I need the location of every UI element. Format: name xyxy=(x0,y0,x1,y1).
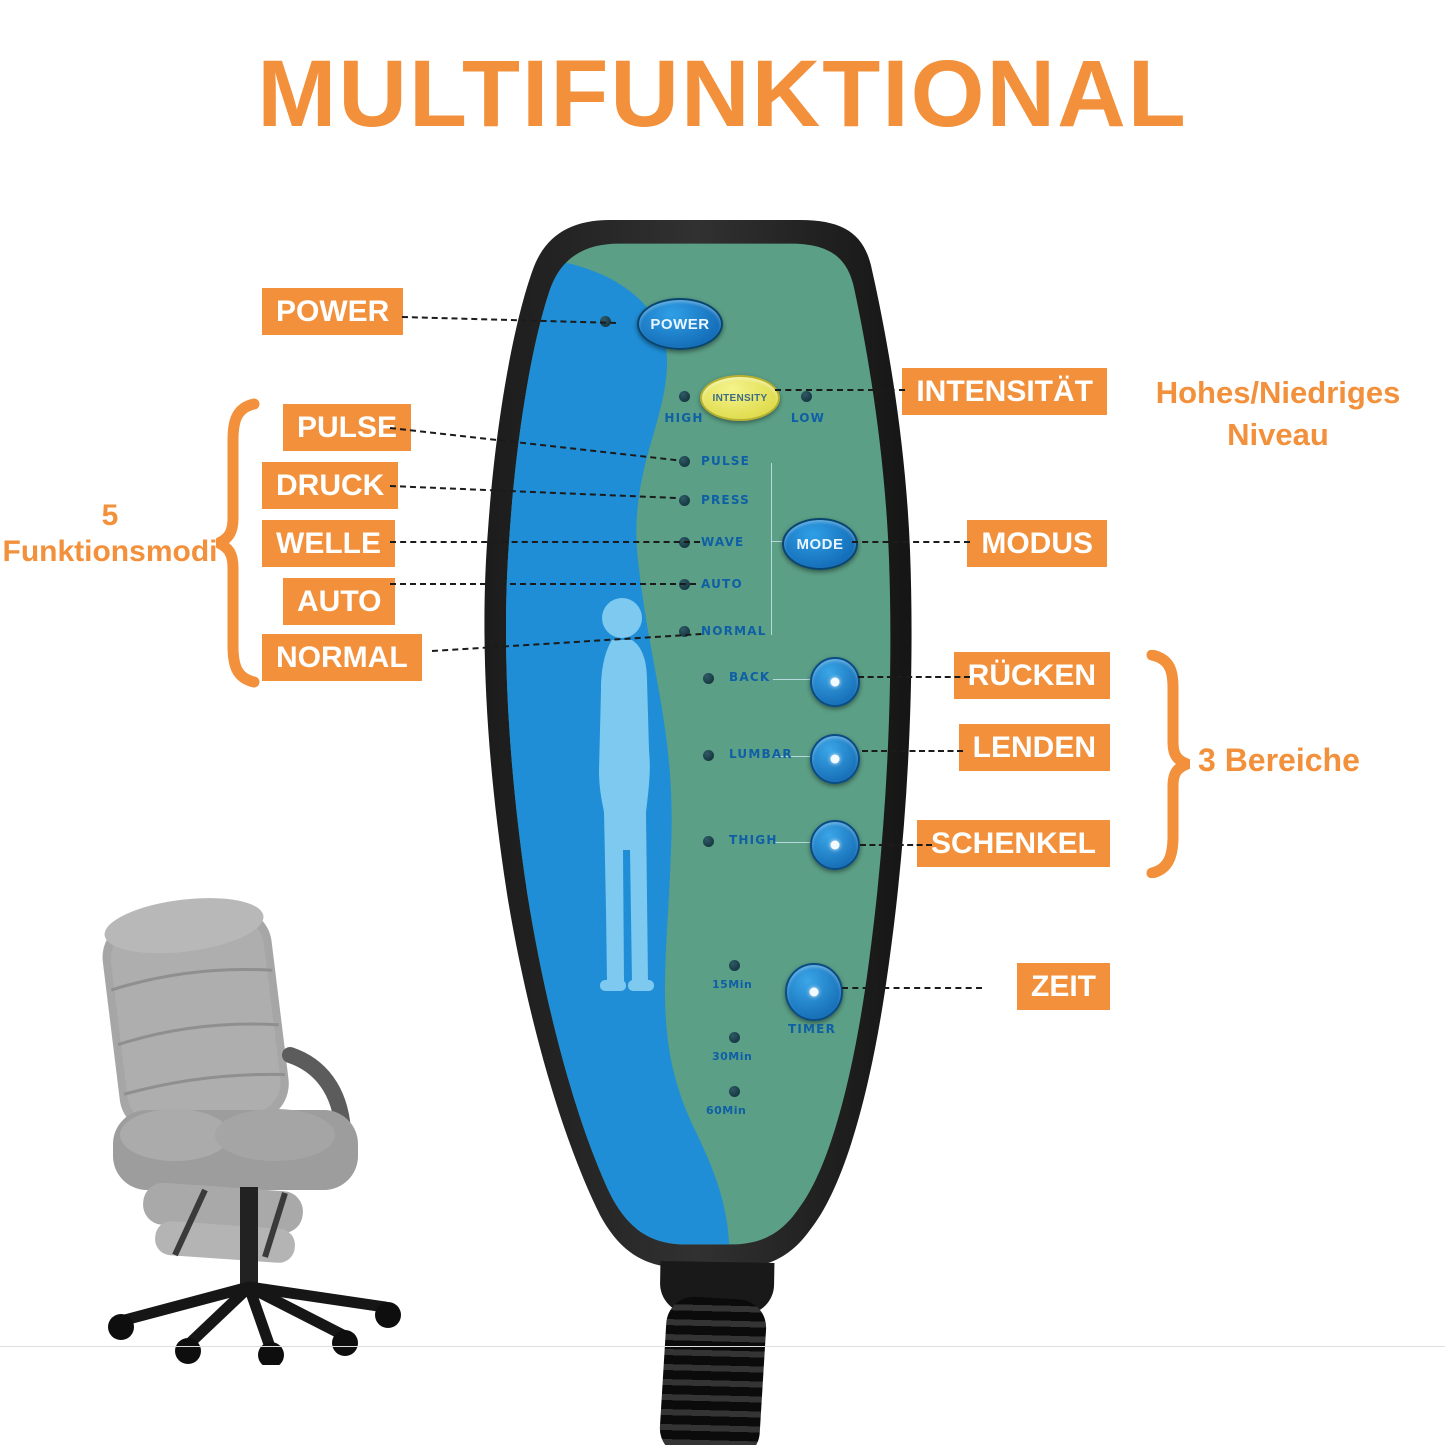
funktionsmodi-caption: 5 Funktionsmodi xyxy=(0,498,220,570)
left-brace xyxy=(216,398,260,688)
timer-15-label: 15Min xyxy=(712,978,753,991)
timer-caption: TIMER xyxy=(787,1022,837,1036)
connector-auto xyxy=(390,583,696,585)
connector-zeit xyxy=(842,987,982,989)
page-title: MULTIFUNKTIONAL xyxy=(257,41,1188,147)
connector-intensitaet xyxy=(775,389,905,391)
lumbar-button xyxy=(810,734,860,784)
timer-15-led xyxy=(729,960,740,971)
right-brace xyxy=(1146,650,1190,878)
remote-control-illustration xyxy=(484,220,912,1268)
thigh-led xyxy=(703,836,714,847)
low-label: LOW xyxy=(790,411,826,425)
annotation-auto: AUTO xyxy=(283,578,396,625)
annotation-druck: DRUCK xyxy=(262,462,399,509)
niveau-line2: Niveau xyxy=(1227,416,1329,452)
pulse-label: PULSE xyxy=(701,454,751,468)
bereiche-caption: 3 Bereiche xyxy=(1198,742,1360,778)
human-silhouette-icon xyxy=(599,598,654,991)
mode-button: MODE xyxy=(782,518,858,570)
mode-bracket-stub xyxy=(771,541,785,542)
timer-60-led xyxy=(729,1086,740,1097)
thigh-connector xyxy=(773,842,811,843)
annotation-power: POWER xyxy=(262,288,404,335)
press-led xyxy=(679,495,690,506)
normal-led xyxy=(679,626,690,637)
annotation-zeit: ZEIT xyxy=(1017,963,1110,1010)
wave-label: WAVE xyxy=(701,535,745,549)
office-chair-illustration xyxy=(102,898,401,1365)
annotation-welle: WELLE xyxy=(262,520,395,567)
back-connector xyxy=(773,679,811,680)
remote-controls-overlay: POWER INTENSITY HIGH LOW PULSE PRESS WAV… xyxy=(470,210,930,1370)
annotation-ruecken: RÜCKEN xyxy=(953,652,1110,699)
back-led xyxy=(703,673,714,684)
connector-welle xyxy=(390,541,700,543)
connector-modus xyxy=(852,541,970,543)
pulse-led xyxy=(679,456,690,467)
annotation-schenkel: SCHENKEL xyxy=(916,820,1110,867)
connector-schenkel xyxy=(860,844,932,846)
connector-lenden xyxy=(862,750,963,752)
niveau-line1: Hohes/Niedriges xyxy=(1155,375,1401,410)
power-led xyxy=(600,316,611,327)
annotation-lenden: LENDEN xyxy=(958,724,1110,771)
lumbar-connector xyxy=(773,756,811,757)
connector-ruecken xyxy=(858,676,970,678)
thigh-button xyxy=(810,820,860,870)
annotation-intensitaet: INTENSITÄT xyxy=(902,368,1107,415)
mode-bracket-line xyxy=(771,463,772,635)
timer-30-led xyxy=(729,1032,740,1043)
lumbar-label: LUMBAR xyxy=(729,747,793,761)
bottom-divider xyxy=(0,1346,1445,1347)
high-label: HIGH xyxy=(664,411,704,425)
auto-label: AUTO xyxy=(701,577,743,591)
lumbar-led xyxy=(703,750,714,761)
annotation-normal: NORMAL xyxy=(262,634,422,681)
timer-60-label: 60Min xyxy=(706,1104,747,1117)
cable-ribbed-strain-relief xyxy=(658,1295,768,1445)
annotation-pulse: PULSE xyxy=(283,404,412,451)
intensity-low-led xyxy=(801,391,812,402)
press-label: PRESS xyxy=(701,493,750,507)
back-button xyxy=(810,657,860,707)
funktionsmodi-text: Funktionsmodi xyxy=(2,535,218,568)
thigh-label: THIGH xyxy=(729,833,778,847)
timer-button xyxy=(785,963,843,1021)
funktionsmodi-count: 5 xyxy=(101,499,119,532)
power-button: POWER xyxy=(637,298,723,350)
timer-30-label: 30Min xyxy=(712,1050,753,1063)
annotation-modus: MODUS xyxy=(967,520,1107,567)
intensity-high-led xyxy=(679,391,690,402)
intensity-button: INTENSITY xyxy=(700,375,780,421)
niveau-caption: Hohes/Niedriges Niveau xyxy=(1128,372,1428,456)
normal-label: NORMAL xyxy=(701,624,767,638)
back-label: BACK xyxy=(729,670,771,684)
